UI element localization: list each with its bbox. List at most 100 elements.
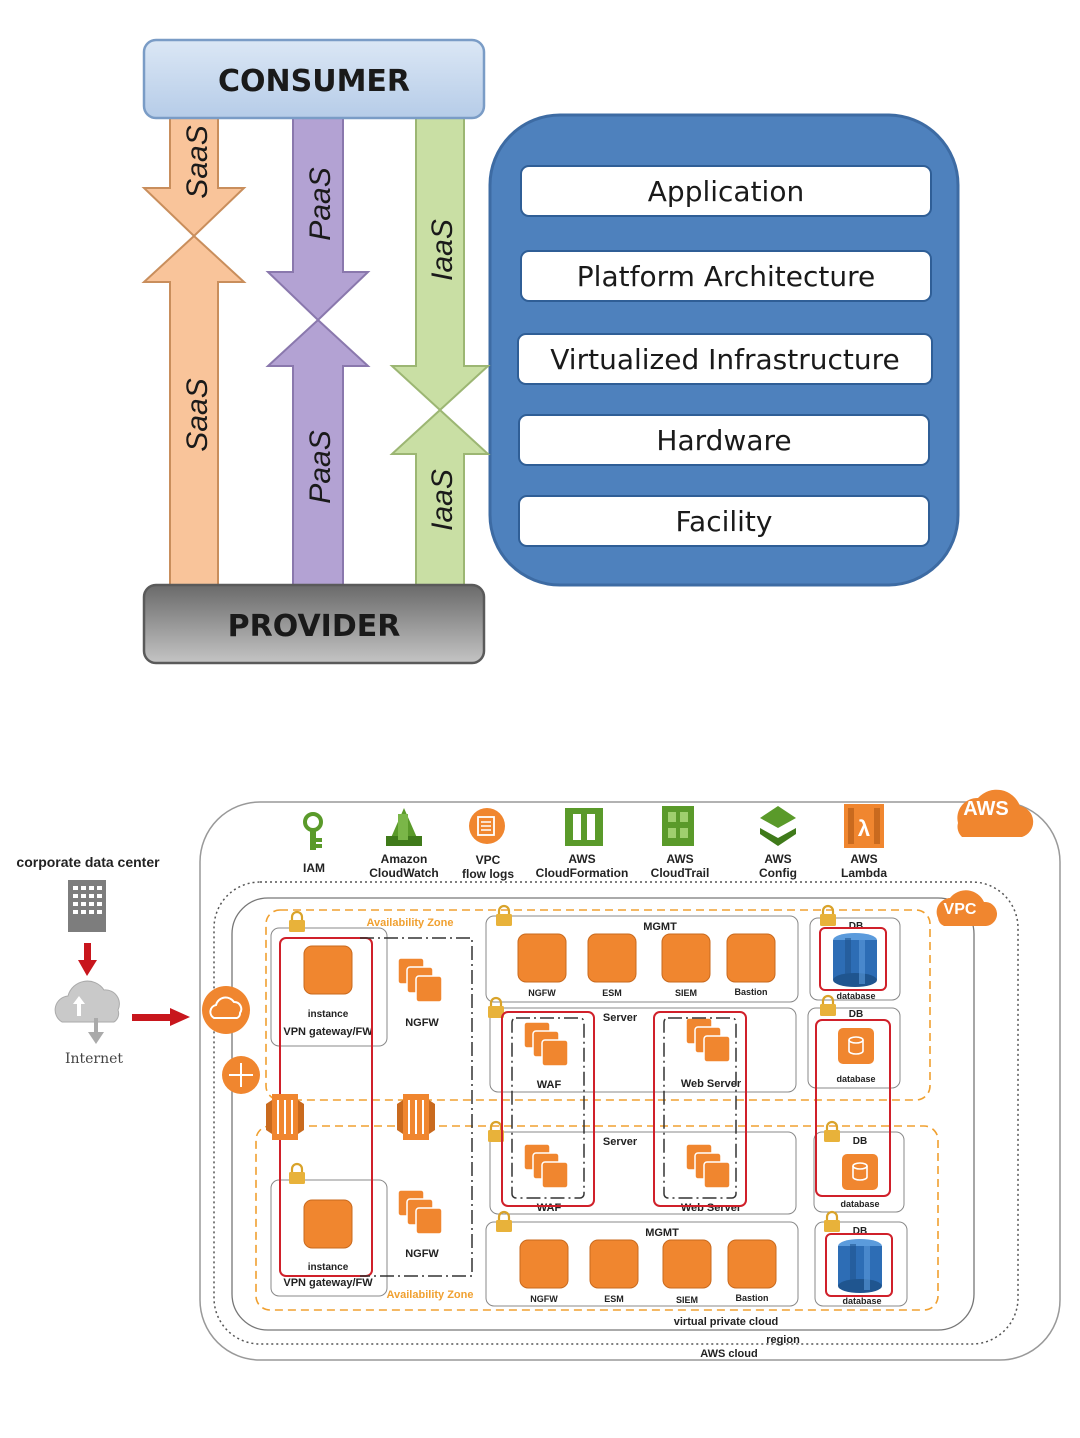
mgmt1-siem-label: SIEM [675,988,697,998]
down-arrow-icon [78,943,97,976]
mgmt1-bastion-label: Bastion [734,987,767,997]
vpn-subnet-1 [270,927,388,1047]
database-label-3: database [840,1199,879,1209]
cloudtrail-label-1: AWS [666,852,693,866]
mgmt2-bastion-icon [727,1239,777,1289]
config-label-1: AWS [764,852,791,866]
mgmt2-bastion-label: Bastion [735,1293,768,1303]
web-server-icon-2 [685,1143,731,1189]
layer-virtualized-infrastructure: Virtualized Infrastructure [517,333,933,385]
mgmt-subnet-2 [485,1221,799,1307]
mgmt1-bastion-icon [726,933,776,983]
vpc-flow-label-2: flow logs [462,867,514,881]
server-subnet-2 [489,1131,797,1215]
mgmt2-siem-icon [662,1239,712,1289]
ngfw-label-1: NGFW [405,1017,439,1029]
svg-text:Hardware: Hardware [656,424,791,457]
layer-hardware: Hardware [518,414,930,466]
mgmt1-esm-icon [587,933,637,983]
database-label-2: database [836,1074,875,1084]
ngfw-label-2: NGFW [405,1248,439,1260]
db-subnet-2 [807,1007,901,1089]
vpc-flow-logs-icon [469,808,505,844]
svg-text:λ: λ [858,816,870,841]
instance-label-1: instance [308,1009,349,1020]
database-icon-4 [838,1239,882,1293]
database-label-1: database [836,991,875,1001]
mgmt-subnet-1 [485,915,799,1003]
config-icon [760,806,796,846]
db-highlight-1 [819,927,887,991]
waf-highlight [501,1011,595,1207]
router-icon [222,1056,260,1094]
vpc-badge: VPC [936,890,998,926]
waf-group-outline [511,1017,585,1199]
load-balancer-icon-1 [265,1093,305,1141]
server-subnet-1 [489,1007,797,1093]
vpn-gateway-label-1: VPN gateway/FW [283,1026,373,1038]
load-balancer-icon-2 [396,1093,436,1141]
ngfw-icon-1 [397,957,443,1003]
mgmt1-esm-label: ESM [602,988,622,998]
db-replication-highlight [815,1019,891,1197]
consumer-label: CONSUMER [218,64,410,99]
iam-label: IAM [303,861,325,875]
vpn-instance-2-icon [303,1199,353,1249]
web-server-highlight [653,1011,747,1207]
provider-label: PROVIDER [228,609,401,644]
lambda-label-2: Lambda [841,866,887,880]
vpc-boundary [231,897,975,1331]
db-highlight-4 [825,1233,893,1297]
vpn-instance-1-icon [303,945,353,995]
internet-gateway-icon [202,986,250,1034]
cloudwatch-label-1: Amazon [381,852,428,866]
svg-text:AWS: AWS [963,798,1009,820]
cloudformation-label-2: CloudFormation [536,866,629,880]
vpc-flow-label-1: VPC [476,853,501,867]
svg-text:Platform Architecture: Platform Architecture [577,260,875,293]
waf-icon-1 [523,1021,569,1067]
corporate-building-icon [68,880,106,932]
cloudwatch-label-2: CloudWatch [369,866,439,880]
cloudformation-icon [565,808,603,846]
mgmt1-ngfw-icon [517,933,567,983]
aws-cloud-boundary [199,801,1061,1361]
web-server-label-1: Web Server [681,1078,742,1090]
db-subnet-1 [809,917,901,1001]
cloudformation-label-1: AWS [568,852,595,866]
layer-application: Application [520,165,932,217]
layer-platform-architecture: Platform Architecture [520,250,932,302]
mgmt2-siem-label: SIEM [676,1295,698,1305]
db-subnet-3 [813,1131,905,1213]
cloud-service-model-diagram: CONSUMER PROVIDER SaaS SaaS PaaS PaaS Ia… [141,38,960,665]
database-icon-3 [841,1153,879,1191]
svg-text:Virtualized Infrastructure: Virtualized Infrastructure [550,343,899,376]
db-label-3: DB [853,1136,867,1147]
mgmt-label-2: MGMT [645,1227,679,1239]
db-label-1: DB [849,921,863,932]
right-arrow-icon [132,1008,190,1026]
instance-label-2: instance [308,1262,349,1273]
mgmt1-ngfw-label: NGFW [528,988,556,998]
ngfw-group-outline [360,937,473,1277]
web-server-group-outline [663,1017,737,1199]
paas-up-label: PaaS [304,430,337,503]
mgmt2-ngfw-icon [519,1239,569,1289]
config-label-2: Config [759,866,797,880]
vpc-caption: virtual private cloud [674,1316,779,1328]
cloudtrail-label-2: CloudTrail [651,866,710,880]
web-server-label-2: Web Server [681,1202,742,1214]
lambda-label-1: AWS [850,852,877,866]
waf-icon-2 [523,1143,569,1189]
lambda-icon: λ [844,804,884,848]
provider-bar [142,583,486,665]
mgmt-label-1: MGMT [643,921,677,933]
svg-text:VPC: VPC [944,901,977,918]
waf-label-2: WAF [537,1202,562,1214]
ngfw-icon-2 [397,1189,443,1235]
mgmt2-esm-icon [589,1239,639,1289]
availability-zone-1 [265,909,931,1101]
db-label-4: DB [853,1226,867,1237]
mgmt2-ngfw-label: NGFW [530,1294,558,1304]
